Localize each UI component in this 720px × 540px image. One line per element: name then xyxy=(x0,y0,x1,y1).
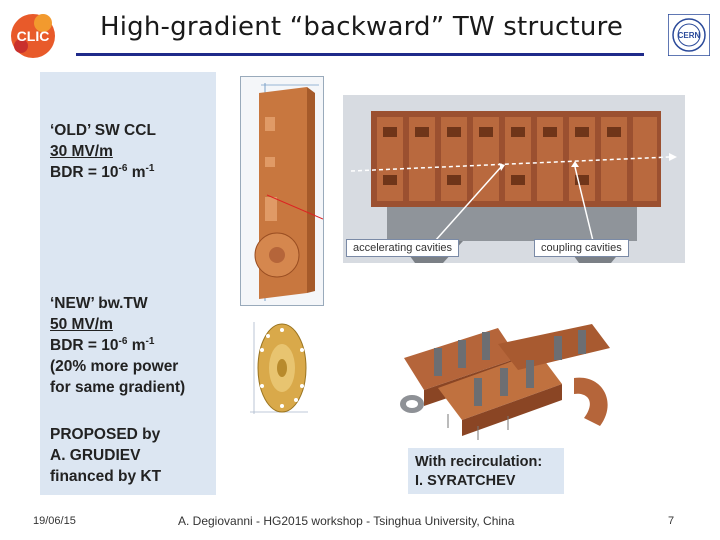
recirculation-line1: With recirculation: xyxy=(415,454,543,470)
recirculation-line2: I. SYRATCHEV xyxy=(415,473,516,489)
proposed-line2: A. GRUDIEV xyxy=(50,447,141,464)
bwtw-disk-model-image xyxy=(248,316,314,420)
left-text-panel xyxy=(40,72,216,495)
slide-title: High-gradient “backward” TW structure xyxy=(100,12,624,42)
old-bdr: BDR = 10-6 m-1 xyxy=(50,163,155,182)
sw-ccl-photo xyxy=(343,95,685,263)
page-number: 7 xyxy=(668,515,675,527)
old-structure-block: ‘OLD’ SW CCL 30 MV/m BDR = 10-6 m-1 xyxy=(50,120,156,183)
bwtw-structure-photo xyxy=(378,318,628,443)
new-note-line1: (20% more power xyxy=(50,358,179,375)
proposed-line3: financed by KT xyxy=(50,468,162,485)
title-underline xyxy=(76,53,644,56)
old-gradient: 30 MV/m xyxy=(50,143,113,160)
clic-logo: CLIC xyxy=(8,10,58,60)
new-gradient: 50 MV/m xyxy=(50,316,113,333)
footer-caption: A. Degiovanni - HG2015 workshop - Tsingh… xyxy=(178,514,515,528)
svg-text:CERN: CERN xyxy=(678,31,701,40)
sw-cell-model-image xyxy=(240,76,324,306)
svg-text:CLIC: CLIC xyxy=(17,28,50,44)
accelerating-cavities-label: accelerating cavities xyxy=(346,239,460,257)
cern-logo: CERN xyxy=(667,13,711,57)
proposed-block: PROPOSED by A. GRUDIEV financed by KT xyxy=(50,424,161,487)
new-note-line2: for same gradient) xyxy=(50,379,186,396)
footer-date: 19/06/15 xyxy=(33,515,76,527)
new-structure-block: ‘NEW’ bw.TW 50 MV/m BDR = 10-6 m-1 (20% … xyxy=(50,293,185,398)
proposed-line1: PROPOSED by xyxy=(50,426,161,443)
coupling-cavities-label: coupling cavities xyxy=(534,239,629,257)
recirculation-note: With recirculation: I. SYRATCHEV xyxy=(408,448,564,494)
new-bdr: BDR = 10-6 m-1 xyxy=(50,336,155,355)
old-structure-title: ‘OLD’ SW CCL xyxy=(50,122,156,139)
new-structure-title: ‘NEW’ bw.TW xyxy=(50,295,148,312)
